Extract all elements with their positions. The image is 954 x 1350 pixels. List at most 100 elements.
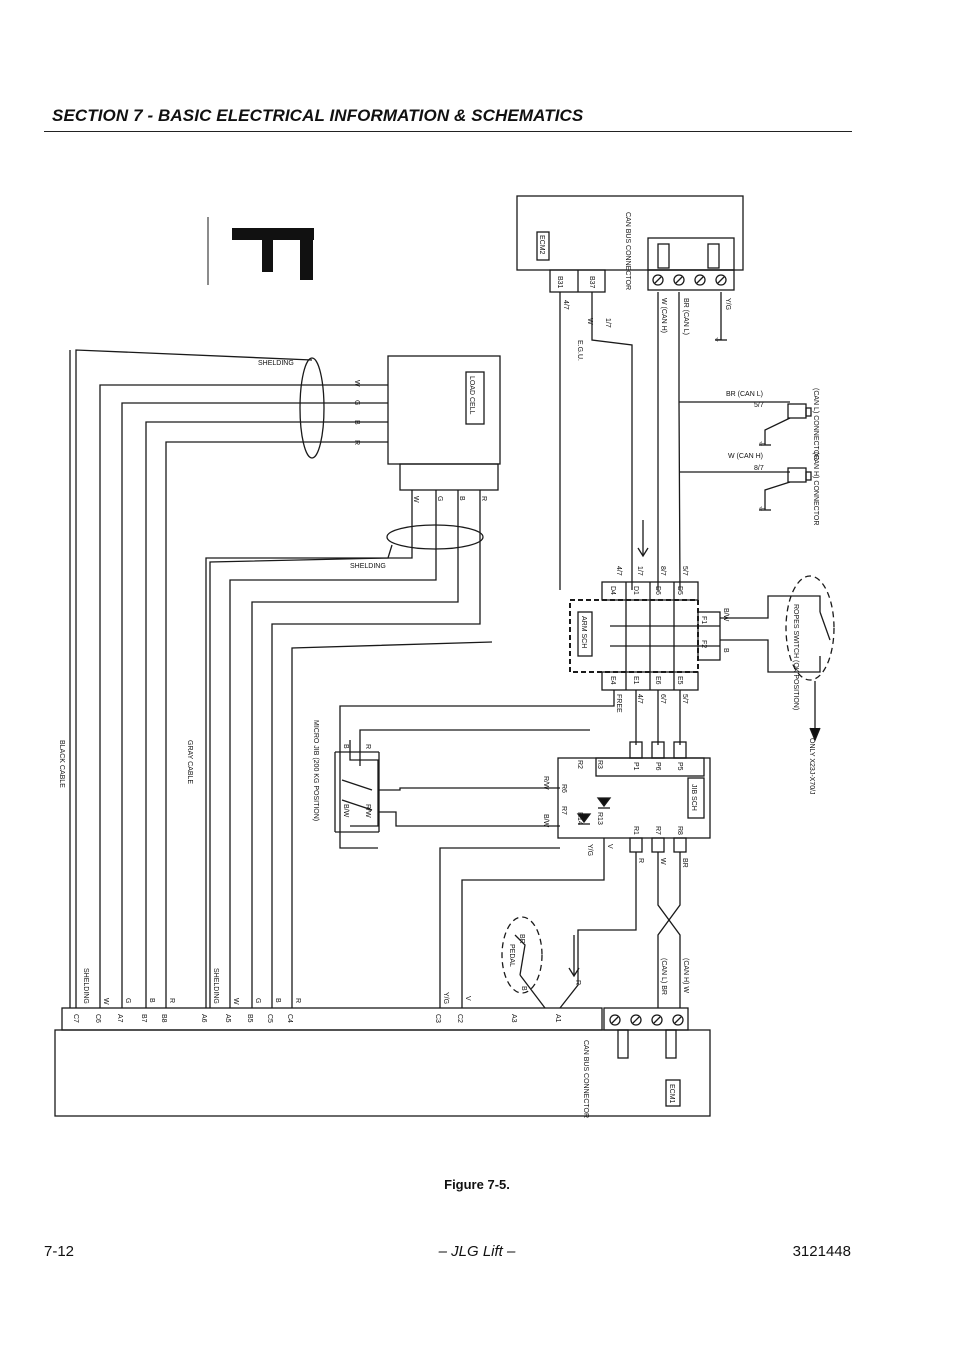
ecm2-box: [516, 195, 744, 271]
ecm1-can-l-wire: (CAN L) BR: [660, 958, 667, 995]
jib-pin-r6: R6: [560, 784, 567, 793]
ecm1-pin-a1: A1: [554, 1014, 561, 1023]
arm-wire-top-2: 1/7: [636, 566, 643, 576]
jib-pin-r7: R7: [654, 826, 661, 835]
ecm1-connector-label: CAN BUS CONNECTOR: [582, 1040, 589, 1118]
arm-pin-e6: E6: [654, 676, 661, 685]
pedal-wire-br: BR: [518, 934, 525, 944]
ecm1-pin-a3: A3: [510, 1014, 517, 1023]
load-cell-side-g: G: [353, 400, 360, 405]
document-number: 3121448: [792, 1243, 851, 1260]
can-h-wire-label: W (CAN H): [728, 453, 763, 460]
arm-pin-d4: D4: [609, 586, 616, 595]
ecm1-wire-12: V: [464, 996, 471, 1001]
jib-wire-yg: Y/G: [586, 844, 593, 856]
jib-pin-p5: P5: [676, 762, 683, 771]
arm-wire-bw: B/W: [722, 608, 729, 622]
jib-pin-p6: P6: [654, 762, 661, 771]
ecm2-wire-1-7: 1/7: [604, 318, 611, 328]
jib-wire-r: R: [637, 858, 644, 863]
arm-pin-d1: D1: [632, 586, 639, 595]
ecm2-yg-wire: Y/G: [724, 298, 731, 310]
jib-wire-rw: R/W: [542, 776, 549, 790]
jib-wire-w: W: [659, 858, 666, 865]
ecm2-can-h-wire: W (CAN H): [660, 298, 667, 333]
jib-wire-bw: B/W: [542, 814, 549, 828]
arm-wire-top-4: 5/7: [681, 566, 688, 576]
ecm1-wire-7: W: [232, 998, 239, 1005]
pedal-label: PEDAL: [508, 944, 515, 967]
ecm1-terminals: [609, 1014, 684, 1026]
ecm1-wire-10: R: [294, 998, 301, 1003]
load-cell-bottom-r: R: [480, 496, 487, 501]
ecm1-wire-6: SHELDING: [212, 968, 219, 1004]
ecm1-wire-1: SHELDING: [82, 968, 89, 1004]
gray-cable-label: GRAY CABLE: [186, 740, 193, 784]
jib-pin-r7-mid: R7: [560, 806, 567, 815]
ecm1-wire-11: Y/G: [442, 992, 449, 1004]
header-rule: [44, 131, 852, 132]
ecm1-wire-8: G: [254, 998, 261, 1003]
black-cable-label: BLACK CABLE: [58, 740, 65, 788]
load-cell-side-w: W: [353, 380, 360, 387]
orientation-glyph: [232, 228, 314, 280]
micro-jib-label: MICRO JIB (200 KG POSITION): [312, 720, 319, 821]
shielding-label-top: SHELDING: [258, 360, 294, 367]
ecm2-pin-b31: B31: [556, 276, 563, 289]
ecm2-can-l-wire: BR (CAN L): [682, 298, 689, 335]
figure-caption: Figure 7-5.: [444, 1177, 510, 1192]
arm-wire-bottom-4: 5/7: [681, 694, 688, 704]
jib-pin-r1: R1: [632, 826, 639, 835]
ecm1-pin-c3: C3: [434, 1014, 441, 1023]
ecm1-pin-a6: A6: [200, 1014, 207, 1023]
jib-pin-r13: R13: [596, 812, 603, 825]
jib-sch-label: JIB SCH: [690, 784, 697, 811]
micro-jib-wire-r: R: [364, 744, 371, 749]
arm-pin-e5: E5: [676, 676, 683, 685]
load-cell-side-b: B: [353, 420, 360, 425]
page-number: 7-12: [44, 1243, 75, 1260]
ecm1-pin-c5: C5: [266, 1014, 273, 1023]
jib-pin-p1: P1: [632, 762, 639, 771]
ground-mark-3: ⏚: [758, 505, 766, 512]
ecm2-connector-label: CAN BUS CONNECTOR: [624, 212, 631, 290]
arm-pin-e4: E4: [609, 676, 616, 685]
jib-pin-r3: R3: [596, 760, 603, 769]
ecm1-pin-b7: B7: [140, 1014, 147, 1023]
jib-wire-br: BR: [681, 858, 688, 868]
ecm1-box: [54, 1029, 711, 1117]
micro-jib-wire-bw: B/W: [342, 804, 349, 818]
ecm1-pin-a5: A5: [224, 1014, 231, 1023]
arm-pin-d5: D5: [676, 586, 683, 595]
ecm2-pin-b37: B37: [588, 276, 595, 289]
arm-wire-top-3: 8/7: [659, 566, 666, 576]
ecm1-pin-c7: C7: [72, 1014, 79, 1023]
jib-pin-r8: R8: [676, 826, 683, 835]
ecm2-wire-4-7: 4/7: [562, 300, 569, 310]
can-l-wire-label: BR (CAN L): [726, 391, 763, 398]
load-cell-side-r: R: [353, 440, 360, 445]
ropes-switch-outline: [785, 575, 835, 681]
ecm1-pin-c4: C4: [286, 1014, 293, 1023]
load-cell-label: LOAD CELL: [468, 376, 475, 415]
jib-wire-v: V: [606, 844, 613, 849]
arm-pin-d6: D6: [654, 586, 661, 595]
ecm1-wire-2: W: [102, 998, 109, 1005]
ground-mark-1: ⏚: [714, 336, 722, 343]
ropes-switch-label: ROPES SWITCH (OK POSITION): [792, 604, 799, 710]
pedal-outline: [501, 916, 543, 994]
arm-pin-f1: F1: [700, 616, 707, 624]
pedal-wire-b: B: [520, 986, 527, 991]
section-title: SECTION 7 - BASIC ELECTRICAL INFORMATION…: [52, 106, 584, 125]
ecm1-pin-c6: C6: [94, 1014, 101, 1023]
arm-wire-bottom-3: 6/7: [659, 694, 666, 704]
load-cell-bottom-w: W: [412, 496, 419, 503]
ecm2-label: ECM2: [538, 235, 545, 255]
can-h-connector-label: (CAN H) CONNECTOR: [812, 452, 819, 525]
jib-pin-r14: R14: [576, 812, 583, 825]
micro-jib-box: [334, 751, 380, 833]
arm-sch-label: ARM SCH: [580, 616, 587, 648]
arm-wire-b: B: [722, 648, 729, 653]
ecm2-w-label: W: [586, 318, 593, 325]
can-h-wire-no: 8/7: [754, 465, 764, 472]
